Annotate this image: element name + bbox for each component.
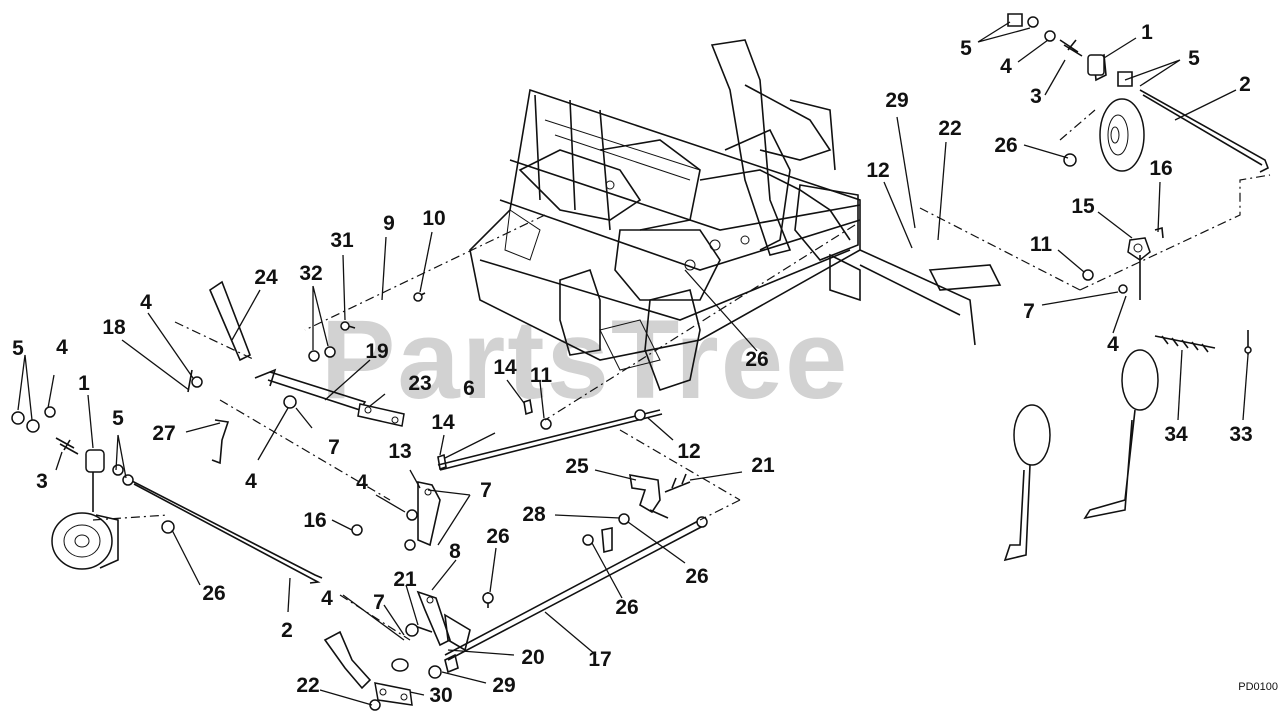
callout-26: 26 — [685, 565, 708, 588]
callout-4: 4 — [56, 336, 68, 359]
callout-21: 21 — [393, 568, 417, 591]
callout-11: 11 — [1030, 233, 1053, 256]
callout-31: 31 — [330, 229, 354, 252]
callout-11: 11 — [530, 364, 553, 387]
callout-25: 25 — [565, 455, 589, 478]
callout-4: 4 — [321, 587, 333, 610]
callout-16: 16 — [1149, 157, 1172, 180]
callout-4: 4 — [356, 471, 368, 494]
callout-1: 1 — [1141, 21, 1153, 44]
callout-22: 22 — [938, 117, 961, 140]
callout-26: 26 — [745, 348, 768, 371]
callout-27: 27 — [152, 422, 175, 445]
callout-3: 3 — [1030, 85, 1042, 108]
watermark-text: PartsTree — [321, 297, 850, 422]
callout-10: 10 — [422, 207, 445, 230]
callout-14: 14 — [431, 411, 455, 434]
callout-26: 26 — [486, 525, 509, 548]
callout-34: 34 — [1164, 423, 1188, 446]
lower-shaft-assembly — [323, 473, 708, 711]
callout-30: 30 — [429, 684, 452, 707]
callout-6: 6 — [463, 377, 475, 400]
callout-12: 12 — [866, 159, 889, 182]
callout-8: 8 — [449, 540, 461, 563]
callout-5: 5 — [12, 337, 24, 360]
callout-20: 20 — [521, 646, 544, 669]
callout-16: 16 — [303, 509, 326, 532]
callout-9: 9 — [383, 212, 395, 235]
callout-32: 32 — [299, 262, 322, 285]
callout-19: 19 — [365, 340, 388, 363]
callout-26: 26 — [202, 582, 225, 605]
callout-2: 2 — [1239, 73, 1251, 96]
brake-pedals — [1003, 330, 1252, 562]
callout-3: 3 — [36, 470, 48, 493]
callout-7: 7 — [1023, 300, 1035, 323]
callout-17: 17 — [588, 648, 611, 671]
callout-22: 22 — [296, 674, 319, 697]
callout-labels: 5 4 1 3 5 2 29 22 26 12 16 15 11 7 4 34 … — [12, 21, 1253, 707]
callout-24: 24 — [254, 266, 278, 289]
callout-29: 29 — [492, 674, 515, 697]
callout-5: 5 — [960, 37, 972, 60]
callout-7: 7 — [373, 591, 385, 614]
callout-23: 23 — [408, 372, 431, 395]
figure-code: PD0100 — [1238, 681, 1278, 693]
left-pulley-assembly — [11, 406, 323, 584]
callout-26: 26 — [615, 596, 638, 619]
callout-33: 33 — [1229, 423, 1252, 446]
assembly-dash-lines — [92, 109, 1271, 641]
callout-12: 12 — [677, 440, 700, 463]
callout-4: 4 — [1107, 333, 1119, 356]
linkage-arms — [187, 280, 663, 551]
callout-18: 18 — [102, 316, 126, 339]
callout-4: 4 — [245, 470, 257, 493]
callout-2: 2 — [281, 619, 293, 642]
callout-5: 5 — [112, 407, 124, 430]
callout-4: 4 — [140, 291, 152, 314]
callout-13: 13 — [388, 440, 411, 463]
upper-right-pulley-assembly — [1007, 13, 1270, 300]
callout-29: 29 — [885, 89, 908, 112]
callout-4: 4 — [1000, 55, 1012, 78]
callout-21: 21 — [751, 454, 775, 477]
callout-26: 26 — [994, 134, 1017, 157]
callout-7: 7 — [328, 436, 340, 459]
callout-7: 7 — [480, 479, 492, 502]
callout-14: 14 — [493, 356, 517, 379]
callout-leaders — [17, 21, 1249, 706]
callout-15: 15 — [1071, 195, 1095, 218]
callout-28: 28 — [522, 503, 546, 526]
chassis-frame — [469, 39, 1002, 392]
callout-5: 5 — [1188, 47, 1200, 70]
callout-1: 1 — [78, 372, 90, 395]
